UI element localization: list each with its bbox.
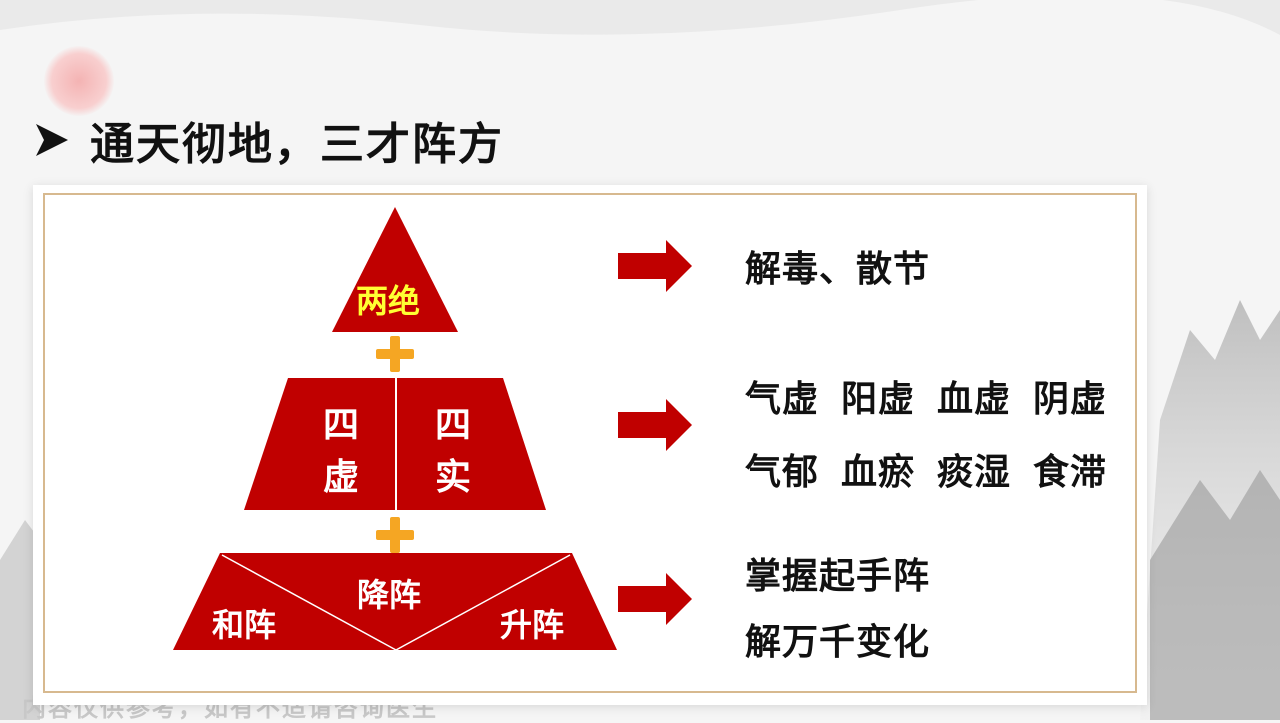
- result-item: 血虚: [937, 379, 1012, 420]
- result-item: 食滞: [1033, 452, 1108, 493]
- pyramid-bottom-center-label: 降阵: [357, 576, 422, 614]
- result-bottom-line-1: 掌握起手阵: [745, 556, 931, 597]
- pyramid-bottom-right-label: 升阵: [500, 606, 565, 644]
- slide-title: 通天彻地，三才阵方: [90, 119, 504, 170]
- result-item: 阴虚: [1033, 379, 1108, 420]
- pyramid-bottom-left-label: 和阵: [212, 606, 277, 644]
- label-char: 虚: [322, 457, 359, 498]
- red-sun-decoration: [44, 46, 114, 116]
- card-gold-frame: [43, 193, 1137, 693]
- plus-icon: [376, 336, 414, 372]
- result-item: 血瘀: [841, 452, 916, 493]
- label-char: 四: [322, 405, 359, 446]
- plus-icon: [376, 517, 414, 553]
- arrowhead-bullet-icon: [36, 124, 68, 156]
- right-arrow-icon: [618, 399, 692, 451]
- pyramid-top-label: 两绝: [356, 282, 421, 320]
- pyramid-middle-left-label: 四 虚: [316, 400, 366, 504]
- right-arrow-icon: [618, 573, 692, 625]
- slide-title-row: 通天彻地，三才阵方: [34, 108, 504, 172]
- pyramid-middle-right-label: 四 实: [428, 400, 478, 504]
- pyramid-bottom-divider-right: [395, 554, 571, 651]
- pyramid-bottom-divider-left: [221, 554, 397, 651]
- result-middle-row-1: 气虚阳虚血虚阴虚: [745, 370, 1107, 422]
- result-item: 气虚: [745, 379, 820, 420]
- result-top: 解毒、散节: [745, 249, 931, 290]
- right-arrow-icon: [618, 240, 692, 292]
- pyramid-top-triangle: [332, 207, 458, 332]
- result-middle-row-2: 气郁血瘀痰湿食滞: [745, 443, 1107, 495]
- result-item: 痰湿: [937, 452, 1012, 493]
- result-item: 阳虚: [841, 379, 916, 420]
- result-item: 气郁: [745, 452, 820, 493]
- label-char: 四: [434, 405, 471, 446]
- result-bottom-line-2: 解万千变化: [745, 622, 931, 663]
- label-char: 实: [434, 457, 471, 498]
- pyramid-bottom-trapezoid: [173, 553, 617, 650]
